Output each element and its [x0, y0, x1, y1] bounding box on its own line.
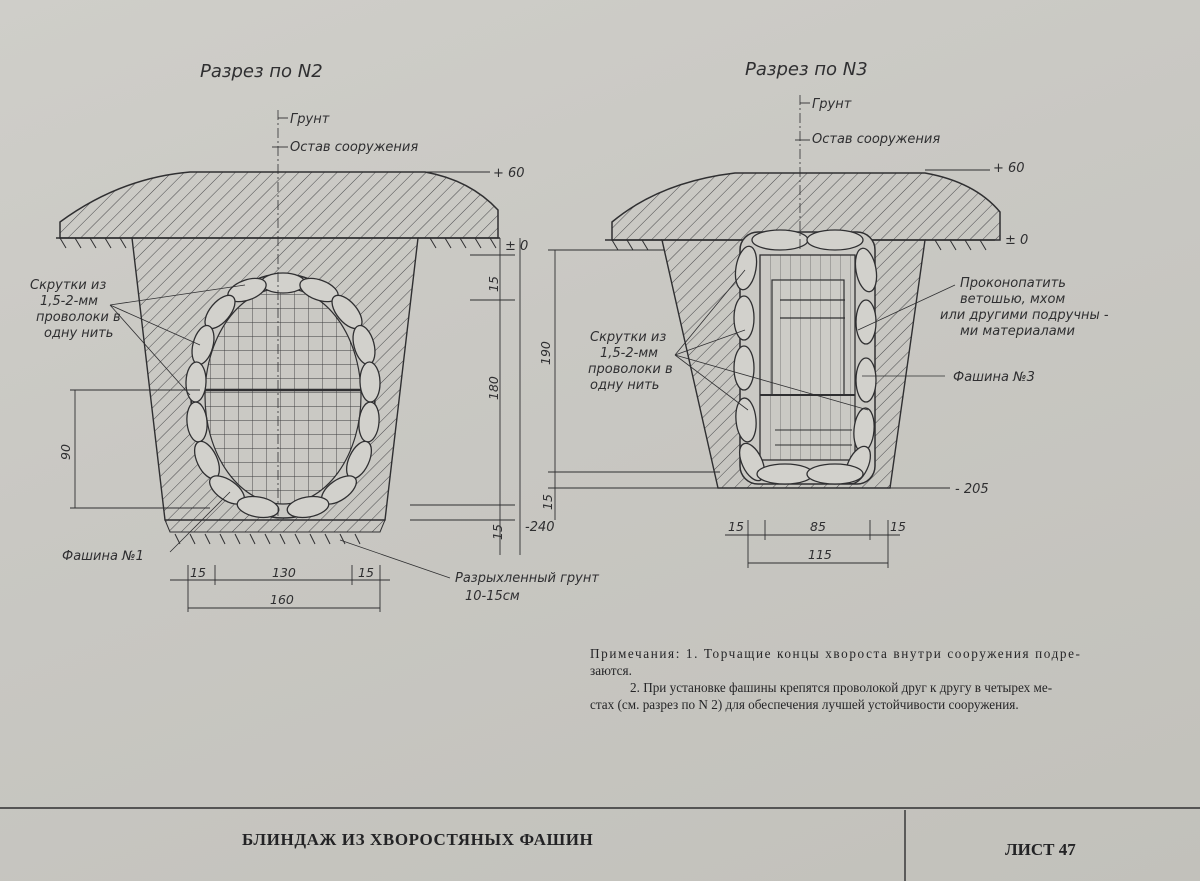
- right-caulk-line-3: или другими подручны -: [940, 308, 1109, 323]
- section-n3-title: Разрез по N3: [745, 59, 868, 80]
- left-frame-label: Остав сооружения: [290, 140, 418, 155]
- left-wire-line-2: 1,5-2-мм: [40, 294, 98, 309]
- section-n2: [56, 110, 521, 612]
- dim-rw15-left: 15: [728, 519, 744, 534]
- dim-90: 90: [58, 444, 73, 460]
- dim-w130: 130: [272, 565, 296, 580]
- right-frame-label: Остав сооружения: [812, 132, 940, 147]
- dim-rw15-right: 15: [890, 519, 906, 534]
- right-ground-label: Грунт: [812, 97, 852, 112]
- sheet-title: БЛИНДАЖ ИЗ ХВОРОСТЯНЫХ ФАШИН: [242, 830, 594, 849]
- mound-left: [59, 171, 499, 239]
- note-line-2b: стах (см. разрез по N 2) для обеспечения…: [590, 697, 1019, 712]
- left-fascine-label: Фашина №1: [62, 549, 144, 564]
- left-wire-line-3: проволоки в: [36, 310, 121, 325]
- right-level-zero: ± 0: [1005, 233, 1028, 248]
- note-line-2: 2. При установке фашины крепятся проволо…: [630, 680, 1053, 695]
- note-line-1: Примечания: 1. Торчащие концы хвороста в…: [590, 646, 1082, 661]
- left-level-bottom: -240: [525, 520, 555, 535]
- right-wire-line-4: одну нить: [590, 378, 659, 393]
- left-wire-line-1: Скрутки из: [30, 278, 106, 293]
- right-wire-line-1: Скрутки из: [590, 330, 666, 345]
- dim-w160: 160: [270, 592, 294, 607]
- dim-w15-right: 15: [358, 565, 374, 580]
- right-fascine-label: Фашина №3: [953, 370, 1035, 385]
- mound-right: [611, 172, 1001, 241]
- dim-180: 180: [486, 376, 501, 400]
- footer-frame: [0, 807, 1200, 881]
- fascine-ring-right: [733, 229, 878, 485]
- dim-15-top: 15: [486, 276, 501, 292]
- right-caulk-line-4: ми материалами: [960, 324, 1075, 339]
- left-level-top: + 60: [493, 166, 525, 181]
- fascine-ring-left: [185, 272, 381, 519]
- sheet-number: ЛИСТ 47: [1005, 840, 1076, 859]
- section-n2-title: Разрез по N2: [200, 61, 323, 82]
- dim-w15-left: 15: [190, 565, 206, 580]
- right-level-top: + 60: [993, 161, 1025, 176]
- dim-15-right: 15: [540, 494, 555, 510]
- dim-15-bottom: 15: [490, 524, 505, 540]
- dim-rw85: 85: [810, 519, 826, 534]
- note-line-1b: заются.: [590, 663, 632, 678]
- left-level-zero: ± 0: [505, 239, 528, 254]
- dim-rw115: 115: [808, 547, 832, 562]
- left-loose-soil-1: Разрыхленный грунт: [455, 571, 599, 586]
- right-level-bottom: - 205: [955, 482, 989, 497]
- left-ground-label: Грунт: [290, 112, 330, 127]
- right-caulk-line-1: Проконопатить: [960, 276, 1066, 291]
- left-wire-line-4: одну нить: [44, 326, 113, 341]
- section-n3: [548, 95, 1001, 568]
- right-caulk-line-2: ветошью, мхом: [960, 292, 1065, 307]
- notes-block: Примечания: 1. Торчащие концы хвороста в…: [590, 645, 1150, 713]
- left-loose-soil-2: 10-15см: [465, 589, 520, 604]
- dim-190: 190: [538, 341, 553, 365]
- right-wire-line-2: 1,5-2-мм: [600, 346, 658, 361]
- right-wire-line-3: проволоки в: [588, 362, 673, 377]
